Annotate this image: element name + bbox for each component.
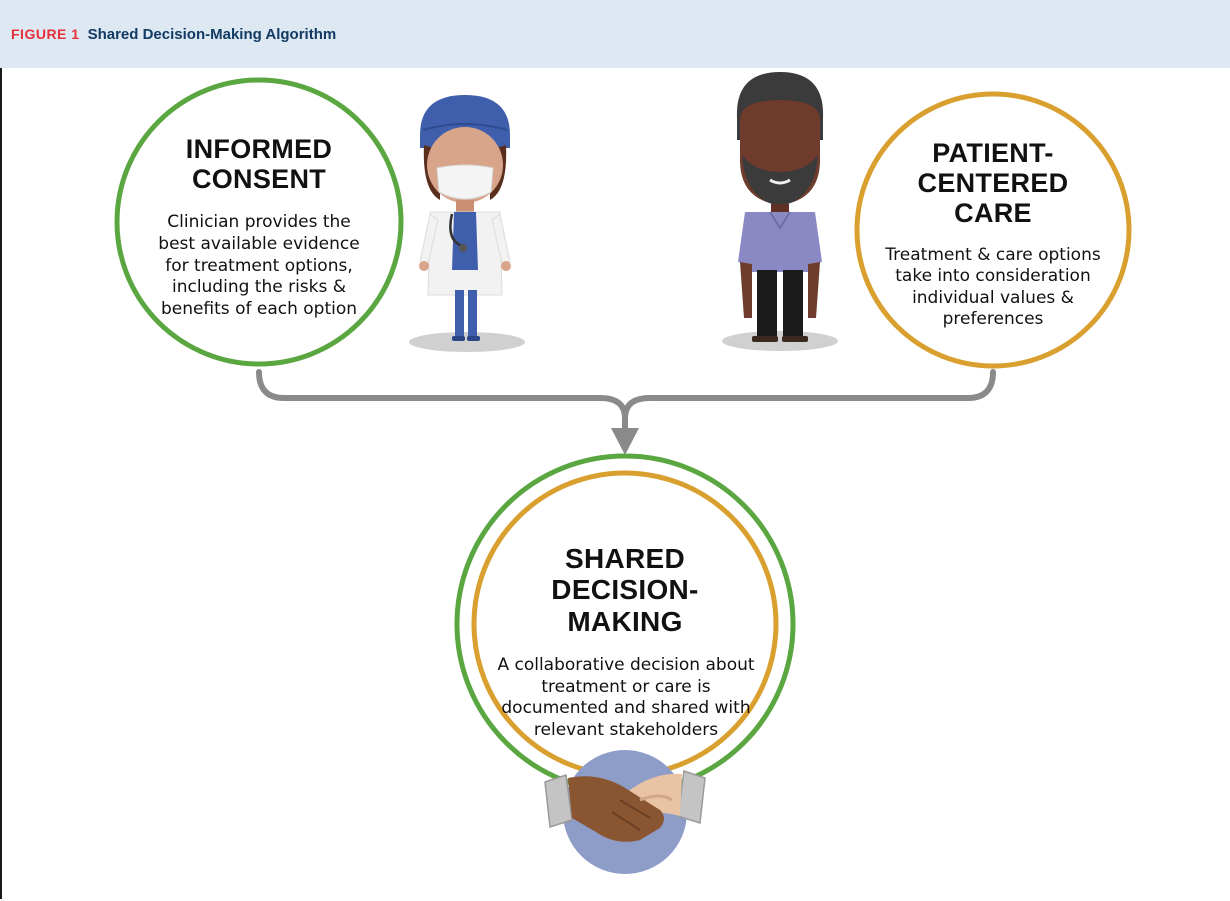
figure-header: FIGURE 1 Shared Decision-Making Algorith…	[0, 0, 1230, 68]
informed-consent-heading-line2: CONSENT	[191, 164, 327, 195]
handshake-icon	[544, 750, 706, 874]
figure-title: Shared Decision-Making Algorithm	[87, 25, 337, 43]
patient-centered-heading: PATIENT- CENTERED CARE	[878, 138, 1108, 229]
patient-centered-heading-line1: PATIENT-	[932, 138, 1054, 168]
patient-centered-ring	[854, 91, 1132, 369]
arrow-down-icon	[611, 428, 639, 455]
informed-consent-heading: INFORMED CONSENT	[137, 134, 381, 194]
connector-lines	[256, 369, 996, 431]
informed-consent-heading-line1: INFORMED	[185, 134, 333, 164]
informed-consent-block: INFORMED CONSENT Clinician provides the …	[137, 134, 381, 320]
informed-consent-ring	[114, 77, 404, 367]
shared-decision-heading: SHARED DECISION-MAKING	[495, 543, 755, 637]
shared-decision-heading-line1: SHARED	[564, 543, 686, 574]
patient-centered-heading-line3: CARE	[954, 198, 1032, 229]
patient-centered-description: Treatment & care options take into consi…	[885, 244, 1101, 330]
patient-centered-heading-line2: CENTERED	[917, 168, 1069, 199]
figure-label: FIGURE 1	[11, 26, 80, 42]
informed-consent-description: Clinician provides the best available ev…	[158, 212, 360, 319]
patient-figure-icon	[722, 72, 838, 351]
shared-decision-description: A collaborative decision about treatment…	[497, 655, 755, 740]
shared-decision-heading-line2: DECISION-MAKING	[551, 574, 699, 637]
shared-decision-block: SHARED DECISION-MAKING A collaborative d…	[495, 543, 755, 741]
clinician-figure-icon	[409, 95, 525, 352]
patient-centered-block: PATIENT- CENTERED CARE Treatment & care …	[878, 138, 1108, 331]
